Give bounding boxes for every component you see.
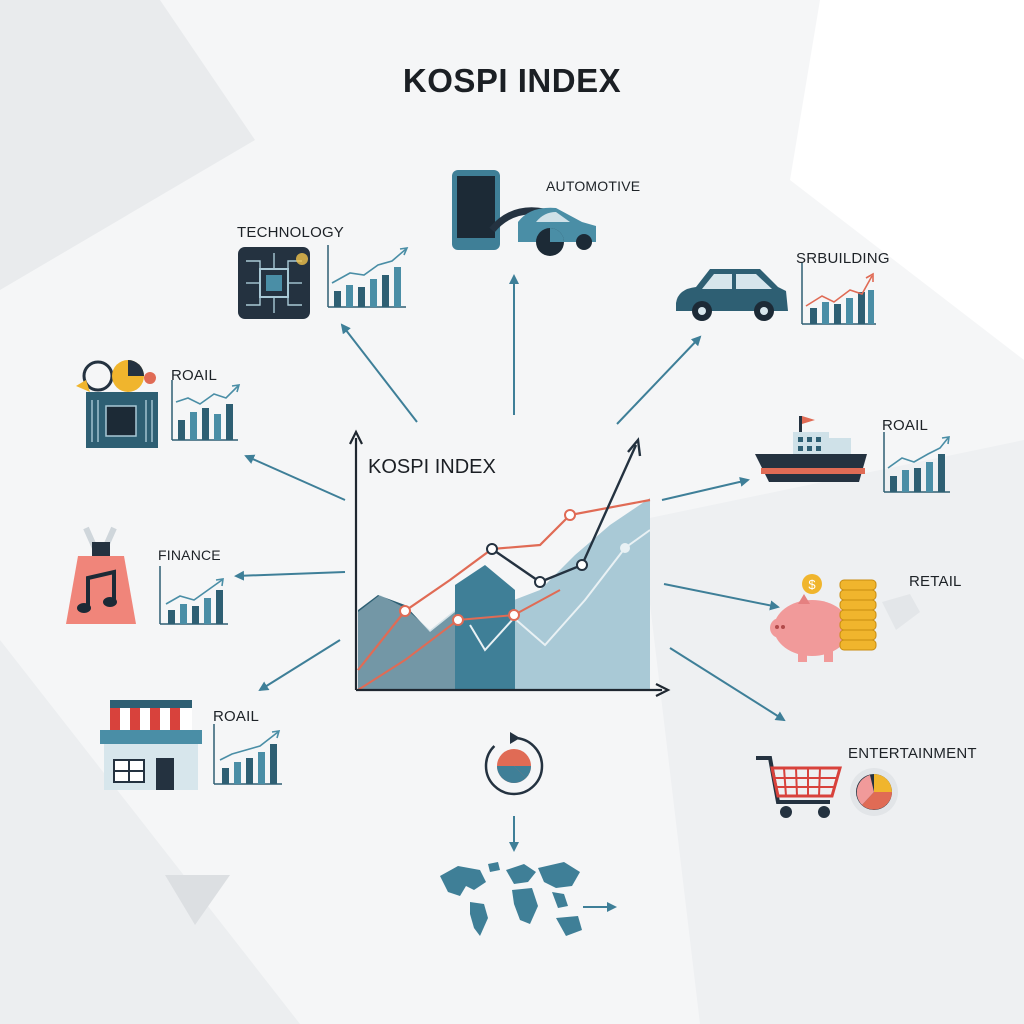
svg-text:$: $ <box>808 577 816 592</box>
sector-label-roail-bottom: ROAIL <box>213 708 260 725</box>
arrow-roail-ship <box>661 476 750 501</box>
chart-area-light <box>514 498 650 690</box>
bg-shape <box>165 875 230 925</box>
chart-line-dark-arrowhead <box>627 437 642 457</box>
car-icon <box>676 269 788 321</box>
cycle-refresh-icon <box>484 732 544 796</box>
circuit-chip-icon <box>238 247 310 319</box>
arrow-roail-top-left <box>244 454 346 501</box>
sector-label-roail-ship: ROAIL <box>882 417 929 434</box>
chart-marker <box>576 559 588 571</box>
sector-label-finance: FINANCE <box>158 547 221 563</box>
arrow-retail <box>663 583 780 611</box>
sector-label-retail: RETAIL <box>909 573 962 590</box>
sector-label-automotive: AUTOMOTIVE <box>546 178 641 194</box>
main-title: KOSPI INDEX <box>402 62 622 99</box>
shopping-cart-icon <box>756 756 842 818</box>
bg-shape <box>790 0 1024 360</box>
bg-shape <box>0 0 255 290</box>
phone-car-icon <box>452 170 596 256</box>
mini-bar-chart <box>159 566 228 625</box>
bg-shape <box>0 640 300 1024</box>
connector-arrows <box>234 274 786 912</box>
chart-y-axis-arrow <box>349 429 363 445</box>
chart-marker <box>452 614 464 626</box>
pie-chart-icon <box>850 768 898 816</box>
chart-line-dark <box>491 444 638 584</box>
mini-bar-chart <box>883 432 950 493</box>
mini-bar-chart <box>801 262 876 325</box>
central-chart-title: KOSPI INDEX <box>368 456 496 478</box>
arrow-srbuilding <box>616 335 702 425</box>
chart-area-pale <box>358 595 455 690</box>
mini-bar-chart <box>327 245 409 308</box>
ship-icon <box>755 416 867 482</box>
piggy-bank-coins-icon: $ <box>770 574 920 662</box>
arrow-finance <box>234 570 346 581</box>
sector-label-entertainment: ENTERTAINMENT <box>848 745 977 762</box>
sector-label-roail-top: ROAIL <box>171 367 218 384</box>
arrow-roail-bottom-left <box>258 639 341 692</box>
chart-marker <box>508 609 520 621</box>
chart-x-axis-arrow <box>655 683 671 697</box>
chart-marker <box>486 543 498 555</box>
chart-marker <box>620 543 630 553</box>
chart-marker <box>399 605 411 617</box>
sector-label-technology: TECHNOLOGY <box>237 224 345 241</box>
mini-bar-chart <box>171 380 241 441</box>
storefront-icon <box>100 700 202 790</box>
sector-label-srbuilding: SRBUILDING <box>796 250 890 267</box>
arrow-entertainment <box>669 647 786 722</box>
arrow-technology <box>340 323 418 423</box>
music-bag-icon <box>66 526 136 624</box>
mini-bar-chart <box>213 724 282 785</box>
kospi-central-chart <box>349 429 671 697</box>
bg-shape <box>640 440 1024 1024</box>
chart-marker <box>534 576 546 588</box>
chart-marker <box>564 509 576 521</box>
chip-tools-icon <box>76 360 158 448</box>
world-map-icon <box>440 862 582 936</box>
chart-area-mid <box>455 565 515 690</box>
